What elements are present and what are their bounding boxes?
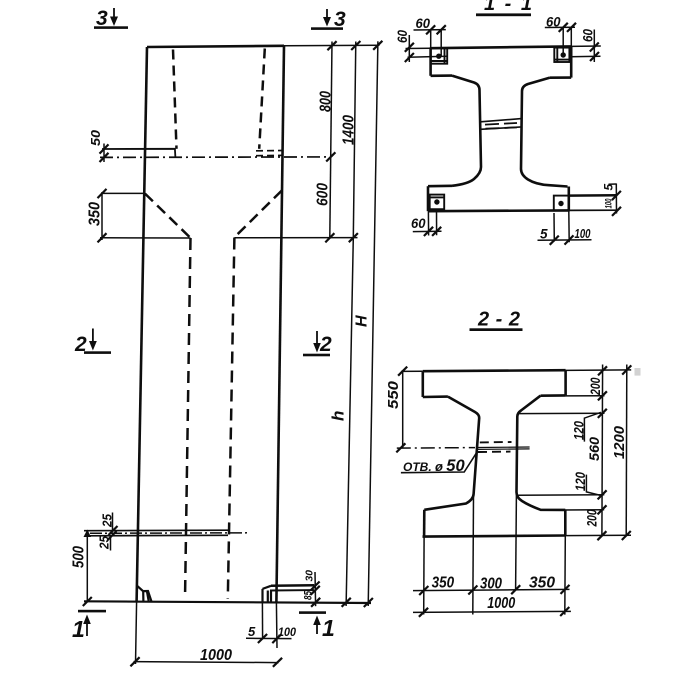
svg-text:120: 120 xyxy=(572,472,588,491)
svg-text:300: 300 xyxy=(480,576,502,593)
svg-text:2 - 2: 2 - 2 xyxy=(477,309,521,331)
svg-text:60: 60 xyxy=(411,216,426,231)
svg-text:60: 60 xyxy=(581,29,596,42)
svg-text:600: 600 xyxy=(315,183,332,206)
svg-text:100: 100 xyxy=(575,226,592,241)
svg-text:500: 500 xyxy=(71,546,88,568)
svg-text:3: 3 xyxy=(334,8,346,31)
svg-text:2: 2 xyxy=(74,333,87,356)
svg-text:1400: 1400 xyxy=(341,115,358,145)
svg-text:85: 85 xyxy=(303,590,315,600)
svg-text:60: 60 xyxy=(416,16,431,31)
svg-text:H: H xyxy=(354,315,371,327)
svg-text:100: 100 xyxy=(278,625,296,639)
svg-text:h: h xyxy=(329,411,348,421)
svg-text:120: 120 xyxy=(571,421,587,440)
svg-text:5: 5 xyxy=(602,184,616,191)
svg-text:800: 800 xyxy=(318,91,335,112)
svg-text:350: 350 xyxy=(529,575,555,592)
svg-text:350: 350 xyxy=(432,575,455,592)
svg-text:50: 50 xyxy=(88,129,103,146)
svg-text:550: 550 xyxy=(386,381,402,409)
svg-text:2: 2 xyxy=(319,333,332,356)
svg-text:200: 200 xyxy=(588,377,603,396)
svg-text:350: 350 xyxy=(87,202,104,226)
svg-text:5: 5 xyxy=(248,624,256,639)
svg-text:1: 1 xyxy=(322,615,335,641)
svg-text:60: 60 xyxy=(546,15,561,30)
svg-text:30: 30 xyxy=(304,570,316,582)
svg-text:25: 25 xyxy=(101,513,115,528)
svg-text:1000: 1000 xyxy=(487,595,515,612)
svg-text:200: 200 xyxy=(585,509,600,527)
svg-text:25: 25 xyxy=(98,535,112,550)
svg-text:1200: 1200 xyxy=(611,425,628,459)
svg-text:1000: 1000 xyxy=(200,647,232,664)
svg-text:3: 3 xyxy=(96,7,108,30)
svg-text:1 - 1: 1 - 1 xyxy=(484,0,534,15)
svg-text:1: 1 xyxy=(72,616,85,642)
svg-text:560: 560 xyxy=(586,437,602,461)
svg-text:60: 60 xyxy=(395,30,410,43)
svg-text:100: 100 xyxy=(604,198,615,208)
svg-text:ОТВ. ø 50: ОТВ. ø 50 xyxy=(403,457,465,475)
svg-text:5: 5 xyxy=(540,227,548,242)
